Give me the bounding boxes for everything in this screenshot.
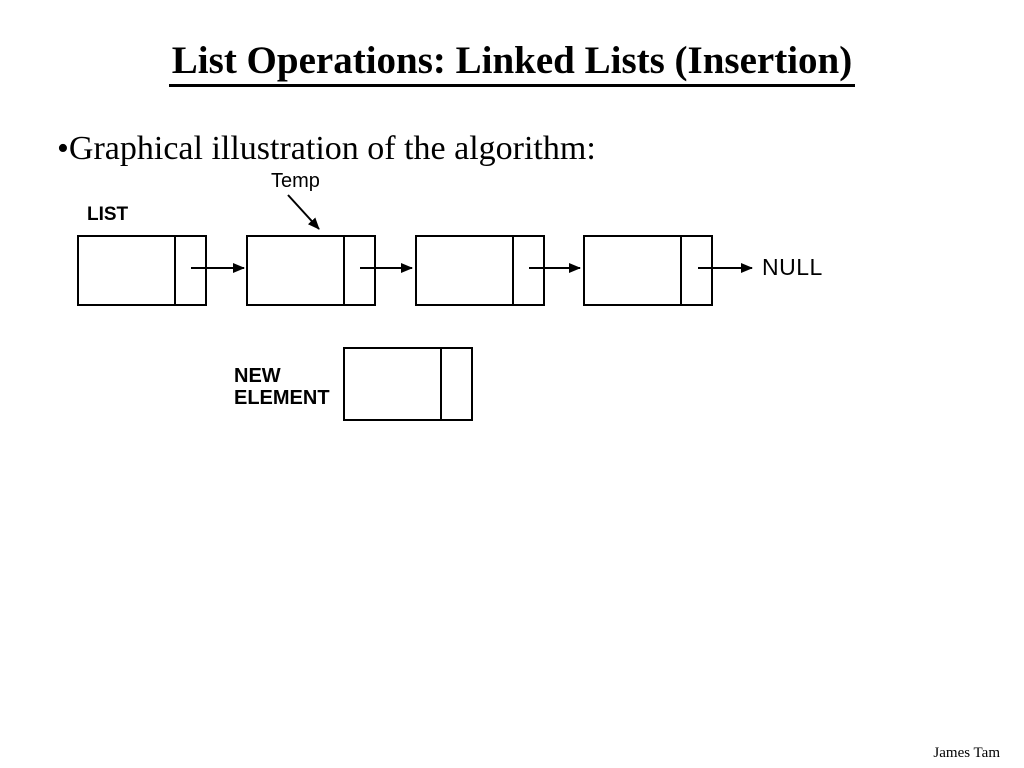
temp-pointer-label: Temp	[271, 170, 320, 192]
node-1-divider	[174, 237, 176, 304]
new-element-label-line2: ELEMENT	[234, 387, 330, 409]
new-element-label: NEW ELEMENT	[234, 365, 330, 409]
null-terminator-label: NULL	[762, 254, 823, 280]
node-4-divider	[680, 237, 682, 304]
linked-list-node-3	[415, 235, 545, 306]
linked-list-node-2	[246, 235, 376, 306]
linked-list-node-1	[77, 235, 207, 306]
node-3-divider	[512, 237, 514, 304]
node-2-divider	[343, 237, 345, 304]
new-element-label-line1: NEW	[234, 365, 281, 387]
footer-author: James Tam	[933, 745, 1000, 761]
slide-title: List Operations: Linked Lists (Insertion…	[168, 40, 856, 87]
list-head-label: LIST	[87, 204, 129, 225]
linked-list-node-4	[583, 235, 713, 306]
bullet-text: •Graphical illustration of the algorithm…	[57, 130, 596, 167]
temp-arrow	[287, 194, 320, 230]
new-element-node-divider	[440, 349, 442, 419]
title-container: List Operations: Linked Lists (Insertion…	[0, 40, 1024, 87]
new-element-node	[343, 347, 473, 421]
